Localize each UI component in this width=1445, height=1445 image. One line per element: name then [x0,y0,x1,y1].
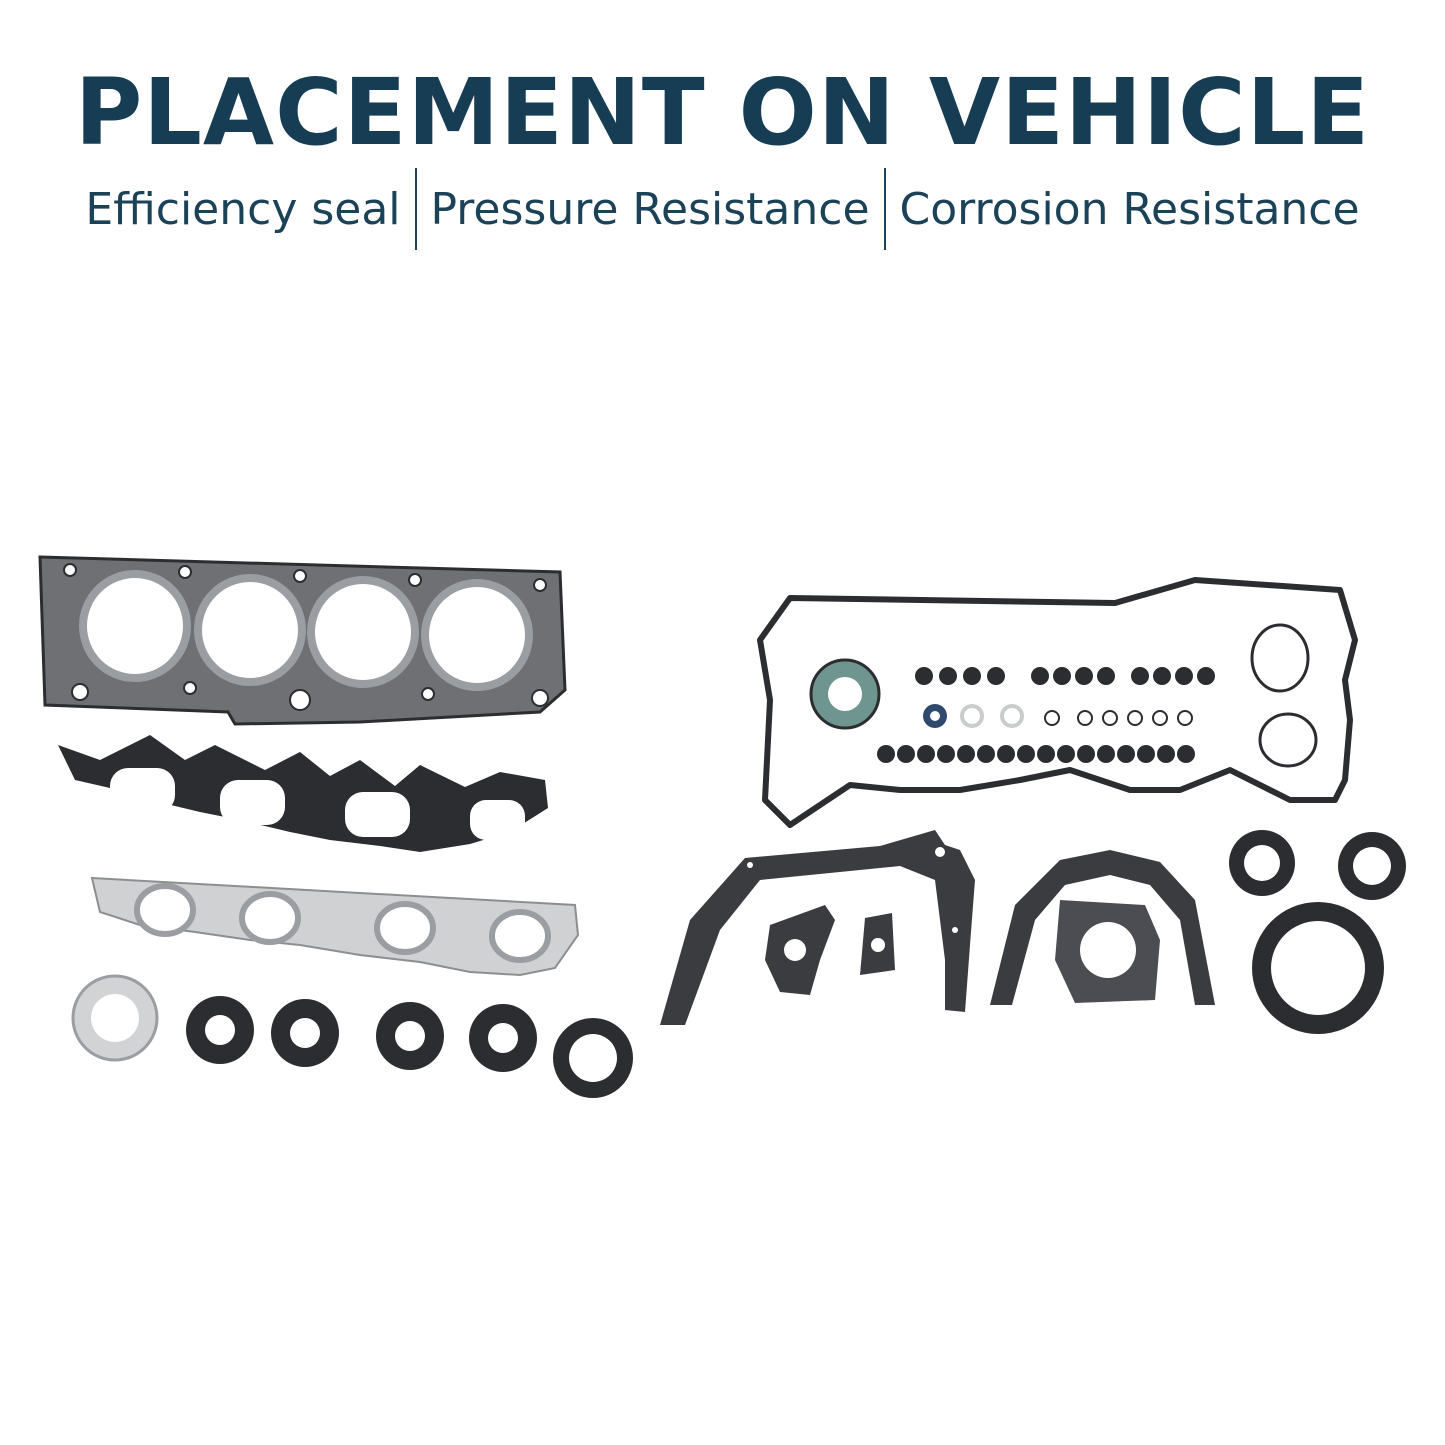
feature-pressure-resistance: Pressure Resistance [430,183,870,235]
exhaust-manifold-gasket [90,876,580,977]
feature-divider [883,168,886,250]
intake-manifold-gasket [58,735,548,852]
engine-gasket-kit-photo [38,555,1406,1098]
rear-main-seal-gasket [990,850,1215,1005]
feature-bar: Efficiency seal Pressure Resistance Corr… [0,168,1445,250]
feature-divider [414,168,417,250]
round-seals [71,974,633,1098]
small-seals-set [809,623,1318,768]
head-gasket [38,555,567,726]
valve-cover-gasket [757,577,1358,828]
small-flange-gaskets [765,905,895,995]
feature-corrosion-resistance: Corrosion Resistance [899,183,1360,235]
timing-cover-gasket [660,830,975,1025]
page-title: PLACEMENT ON VEHICLE [74,59,1371,166]
oil-seals [1229,830,1406,1034]
feature-efficiency-seal: Efficiency seal [85,183,401,235]
